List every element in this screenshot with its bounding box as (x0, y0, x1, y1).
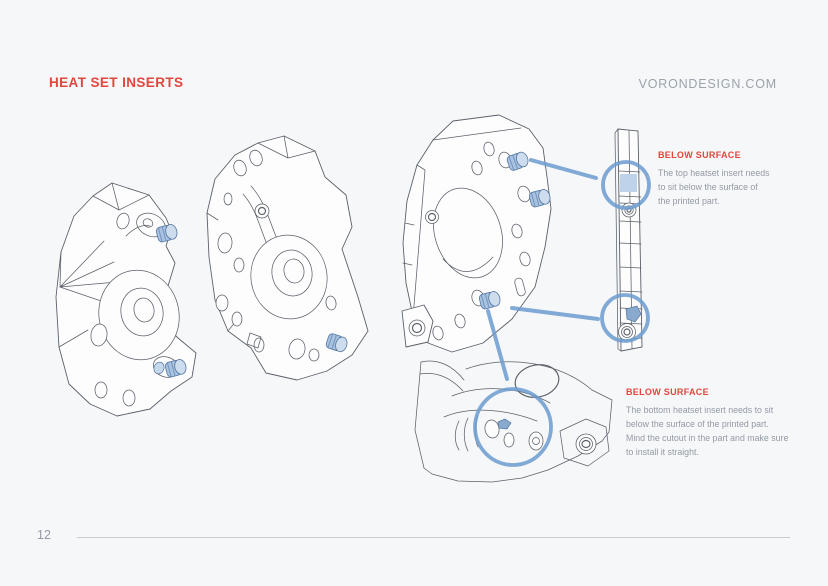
callout-text-line: the printed part. (658, 196, 720, 206)
callout-body: The bottom heatset insert needs to sit b… (626, 403, 821, 459)
heatset-insert-icon (478, 291, 501, 310)
callout-text-line: to install it straight. (626, 447, 699, 457)
website-link[interactable]: VORONDESIGN.COM (638, 77, 777, 91)
callout-line-bottom (510, 306, 600, 321)
part-drawing-right (401, 114, 552, 353)
heatset-insert-icon (164, 359, 187, 378)
heatset-insert-icon (325, 333, 348, 353)
callout-heading: BELOW SURFACE (626, 387, 709, 397)
callout-heading: BELOW SURFACE (658, 150, 741, 160)
insert-cutout-highlight (497, 418, 512, 430)
callout-circle-top (601, 160, 651, 210)
insert-section-highlight (625, 305, 642, 323)
heatset-insert-icon (506, 151, 529, 171)
callout-text-line: to sit below the surface of (658, 182, 758, 192)
callout-circle-detail (473, 387, 553, 467)
footer-rule (77, 537, 790, 538)
heatset-insert-icon (155, 224, 178, 243)
page-number: 12 (37, 528, 51, 542)
callout-top: BELOW SURFACE The top heatset insert nee… (658, 150, 788, 208)
callout-circle-bottom (600, 293, 650, 343)
part-drawing-left (55, 182, 197, 417)
heatset-insert-icon (528, 189, 551, 208)
insert-hole-highlight (153, 361, 165, 375)
callout-line-detail (486, 309, 509, 381)
callout-text-line: The top heatset insert needs (658, 168, 770, 178)
callout-body: The top heatset insert needs to sit belo… (658, 166, 788, 208)
insert-section-highlight (620, 174, 637, 192)
page-title: HEAT SET INSERTS (49, 75, 184, 90)
callout-text-line: Mind the cutout in the part and make sur… (626, 433, 789, 443)
callout-text-line: below the surface of the printed part. (626, 419, 769, 429)
detail-drawing-bottom (414, 360, 613, 483)
callout-text-line: The bottom heatset insert needs to sit (626, 405, 774, 415)
part-drawing-middle (206, 135, 369, 381)
callout-bottom: BELOW SURFACE The bottom heatset insert … (626, 387, 821, 459)
callout-line-top (529, 158, 598, 180)
